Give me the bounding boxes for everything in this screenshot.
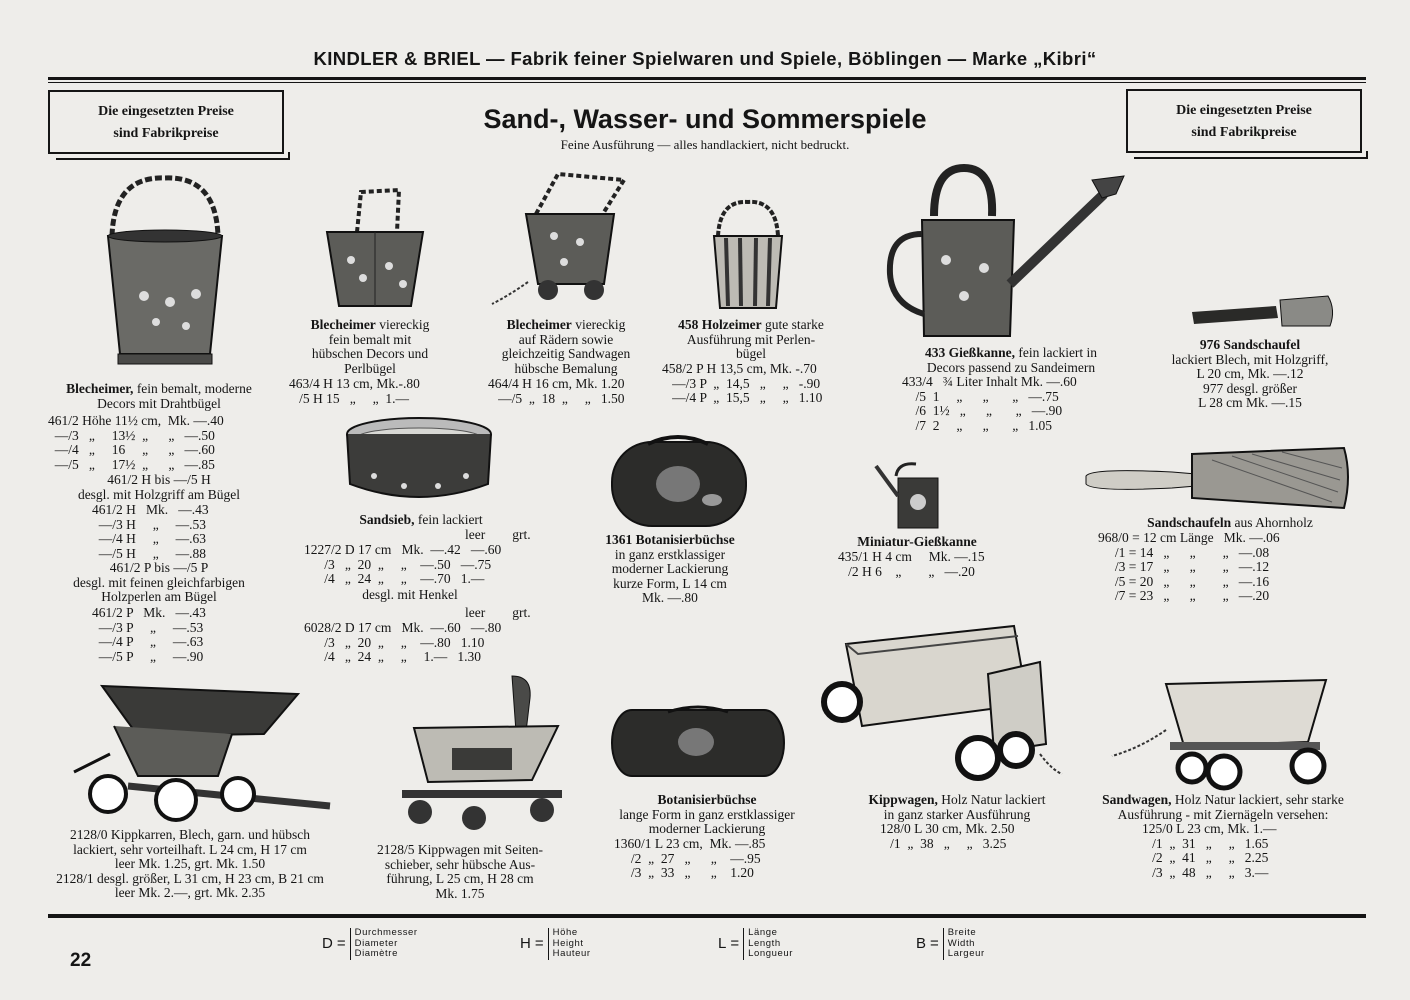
page-subtitle: Feine Ausführung — alles handlackiert, n… <box>560 137 850 152</box>
blecheimer-square-desc: Blecheimer viereckig fein bemalt mit hüb… <box>310 317 430 376</box>
bucket-round-illustration <box>106 175 224 365</box>
header-rule <box>48 77 1366 80</box>
sandsieb-henkel-prices: 6028/2 D 17 cm Mk. —.60 —.80 /3 „ 20 „ „… <box>304 620 502 665</box>
miniatur-giesskanne-prices: 435/1 H 4 cm Mk. —.15 /2 H 6 „ „ —.20 <box>838 549 985 579</box>
blecheimer-round-prices: 461/2 Höhe 11½ cm, Mk. —.40 —/3 „ 13½ „ … <box>48 413 224 472</box>
sandsieb-henkel-desc: desgl. mit Henkel <box>362 587 458 602</box>
botanisier-lang-prices: 1360/1 L 23 cm, Mk. —.85 /2 „ 27 „ „ —.9… <box>614 836 766 881</box>
sandsieb-henkel-col-head: leer grt. <box>465 605 531 620</box>
sandwagen-prices: 125/0 L 23 cm, Mk. 1.— /1 „ 31 „ „ 1.65 … <box>1142 821 1277 880</box>
botanisier-lang-desc: Botanisierbüchse lange Form in ganz erst… <box>619 792 795 837</box>
sandsieb-title: Sandsieb, fein lackiert <box>359 512 483 527</box>
sandschaufeln-holz-title: Sandschaufeln aus Ahornholz <box>1147 515 1313 530</box>
bucket-wheels-illustration <box>491 171 628 305</box>
catalog-header: KINDLER & BRIEL — Fabrik feiner Spielwar… <box>313 48 1097 69</box>
sandwagen-desc: Sandwagen, Holz Natur lackiert, sehr sta… <box>1102 792 1344 822</box>
page-title: Sand-, Wasser- und Sommerspiele <box>483 104 927 134</box>
legend-letter: L <box>718 935 727 953</box>
giesskanne-prices: 433/4 ¾ Liter Inhalt Mk. —.60 /5 1 „ „ „… <box>902 374 1077 433</box>
blecheimer-square-prices: 463/4 H 13 cm, Mk.-.80 /5 H 15 „ „ 1.— <box>289 376 420 406</box>
footer-rule <box>48 914 1366 918</box>
blecheimer-wheels-prices: 464/4 H 16 cm, Mk. 1.20 —/5 „ 18 „ „ 1.5… <box>488 376 625 406</box>
header-rule-thin <box>48 82 1366 83</box>
miniatur-giesskanne-title: Miniatur-Gießkanne <box>857 534 977 549</box>
wooden-shovel-illustration <box>1085 446 1349 510</box>
botanical-tin-short-illustration <box>611 435 747 527</box>
sandsieb-col-head: leer grt. <box>465 527 531 542</box>
sandschaufeln-holz-prices: 968/0 = 12 cm Länge Mk. —.06 /1 = 14 „ „… <box>1098 530 1280 604</box>
blecheimer-holzgriff-prices: 461/2 H Mk. —.43 —/3 H „ —.53 —/4 H „ —.… <box>92 502 209 561</box>
legend-letter: H <box>520 935 531 953</box>
watering-can-illustration <box>886 163 1125 337</box>
blecheimer-holzgriff-desc: 461/2 H bis —/5 H desgl. mit Holzgriff a… <box>77 472 241 502</box>
kippkarren-desc: 2128/0 Kippkarren, Blech, garn. und hübs… <box>56 827 324 901</box>
kippwagen-holz-desc: Kippwagen, Holz Natur lackiert in ganz s… <box>868 792 1046 822</box>
kippwagen-holz-prices: 128/0 L 30 cm, Mk. 2.50 /1 „ 38 „ „ 3.25 <box>880 821 1015 851</box>
price-note-right: Die eingesetzten Preise sind Fabrikpreis… <box>1126 89 1368 159</box>
blecheimer-wheels-desc: Blecheimer viereckig auf Rädern sowie gl… <box>501 317 631 376</box>
blecheimer-perlen-prices: 461/2 P Mk. —.43 —/3 P „ —.53 —/4 P „ —.… <box>92 605 206 664</box>
wooden-bucket-illustration <box>712 199 784 309</box>
price-note-left: Die eingesetzten Preise sind Fabrikpreis… <box>48 90 290 160</box>
tipping-wagon-metal-illustration <box>402 675 562 830</box>
legend-letter: B <box>916 935 927 953</box>
sandsieb-prices: 1227/2 D 17 cm Mk. —.42 —.60 /3 „ 20 „ „… <box>304 542 502 587</box>
botanical-tin-long-illustration <box>611 705 785 777</box>
holzeimer-prices: 458/2 P H 13,5 cm, Mk. -.70 —/3 P „ 14,5… <box>662 361 823 406</box>
holzeimer-desc: 458 Holzeimer gute starke Ausführung mit… <box>678 317 824 362</box>
sand-shovel-illustration <box>1192 295 1334 327</box>
wooden-tipping-wagon-illustration <box>821 624 1063 781</box>
legend-letter: D <box>322 935 333 953</box>
sandschaufel-blech-desc: 976 Sandschaufel lackiert Blech, mit Hol… <box>1171 337 1329 411</box>
kippwagen-blech-desc: 2128/5 Kippwagen mit Seiten- schieber, s… <box>376 842 544 901</box>
blecheimer-perlen-desc: 461/2 P bis —/5 P desgl. mit feinen glei… <box>73 560 245 605</box>
blecheimer-round-desc: Blecheimer, fein bemalt, moderne Decors … <box>66 381 252 411</box>
page-number: 22 <box>70 950 92 971</box>
sand-wagon-illustration <box>1111 678 1328 791</box>
mini-watering-can-illustration <box>874 462 939 529</box>
giesskanne-desc: 433 Gießkanne, fein lackiert in Decors p… <box>924 345 1098 375</box>
sieve-illustration <box>346 417 492 498</box>
botanisier-kurz-desc: 1361 Botanisierbüchse in ganz erstklassi… <box>605 532 735 606</box>
bucket-square-illustration <box>325 187 425 307</box>
tipping-cart-illustration <box>73 684 331 822</box>
